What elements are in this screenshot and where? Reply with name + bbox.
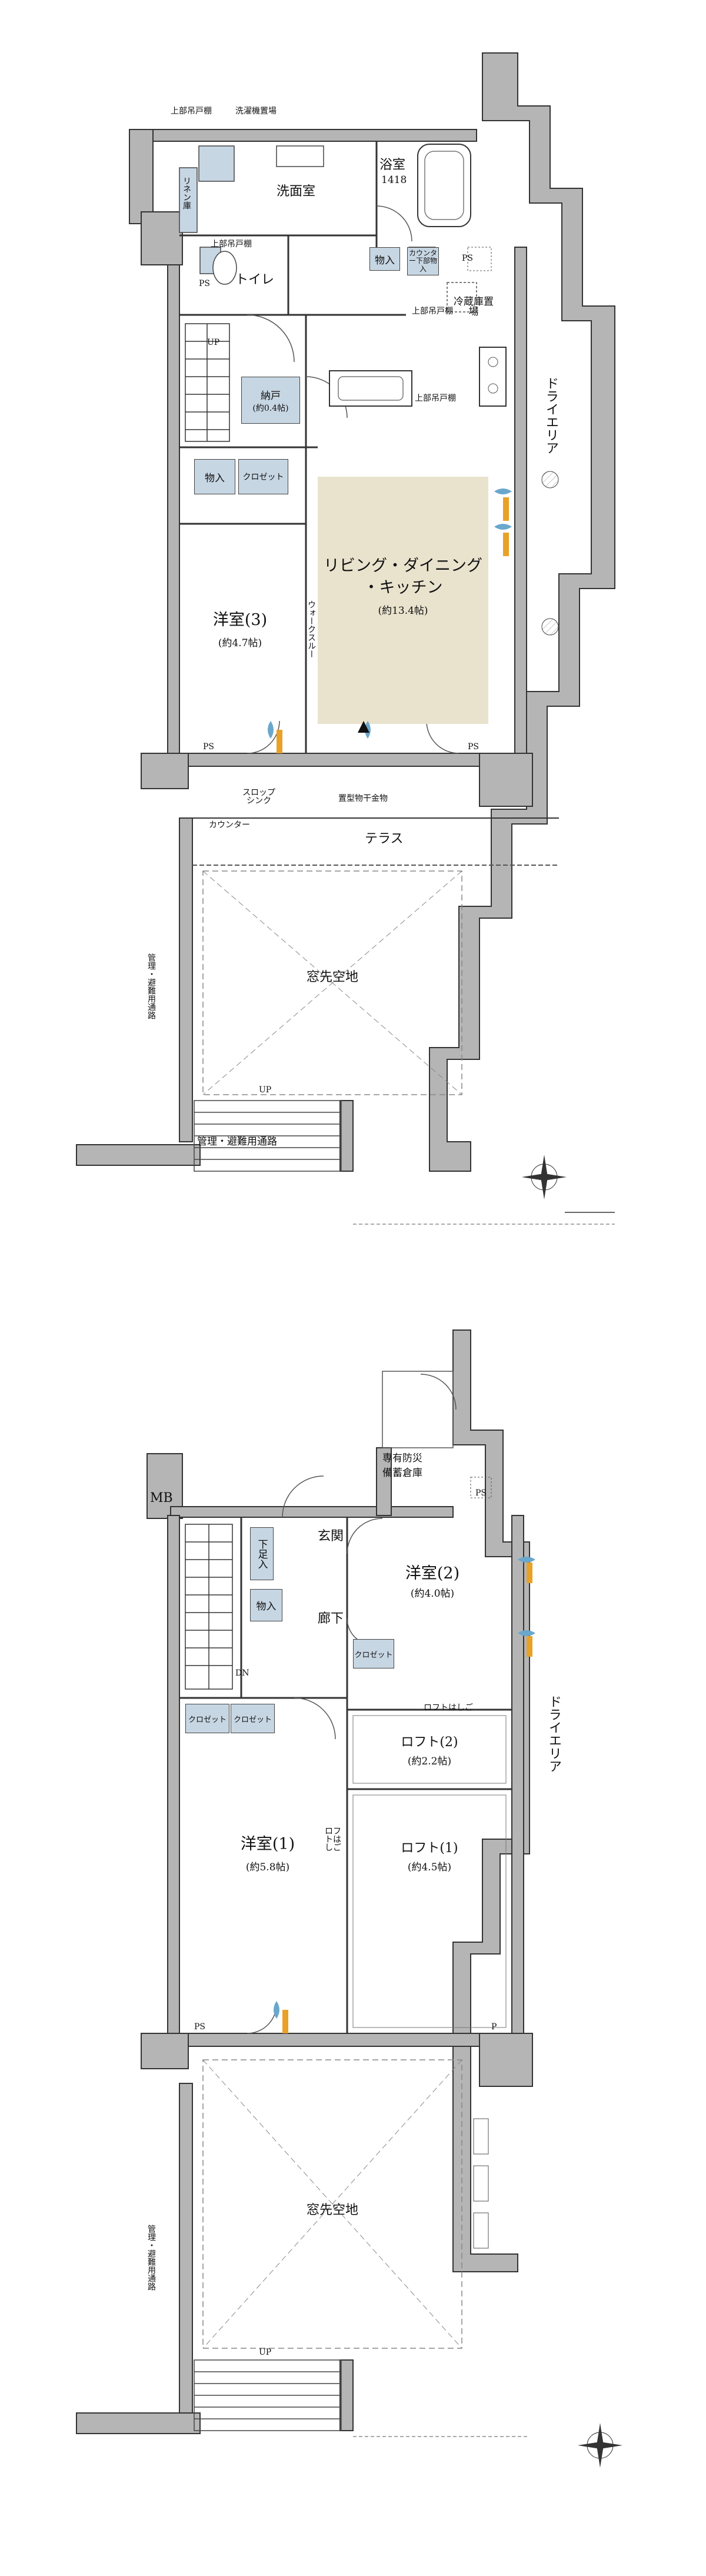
floor-1 bbox=[76, 52, 615, 1225]
label-upper-cabinet-toilet: 上部吊戸棚 bbox=[211, 240, 252, 249]
label-loft-ladder-2: ロフトはしご bbox=[325, 1827, 341, 1853]
room-bath-size: 1418 bbox=[381, 174, 407, 186]
room-window-void-2: 窓先空地 bbox=[306, 2203, 359, 2218]
counter-storage: カウンター下部物入 bbox=[407, 247, 439, 275]
room-dry-area-1: ドライエリア bbox=[544, 377, 558, 454]
storage-closet-b1-2: クロゼット bbox=[231, 1704, 275, 1733]
label-management-passage: 管理・避難用通路 bbox=[197, 1136, 277, 1148]
label-dn: DN bbox=[235, 1668, 249, 1678]
label-ps-2: PS bbox=[462, 254, 474, 263]
storage-mono-in-b1: 物入 bbox=[250, 1589, 282, 1621]
label-drying-hardware: 置型物干金物 bbox=[338, 794, 388, 803]
room-toilet: トイレ bbox=[235, 272, 275, 287]
label-ps-3: PS bbox=[203, 742, 215, 752]
label-management-passage-v-2: 管理・避難用通路 bbox=[146, 2225, 156, 2291]
room-loft-1: ロフト(1) bbox=[401, 1841, 458, 1856]
label-counter: カウンター bbox=[209, 820, 250, 830]
room-western-2-size: (約4.0帖) bbox=[410, 1588, 455, 1600]
compass-icon bbox=[578, 2423, 622, 2468]
label-disaster-storage-2: 備蓄倉庫 bbox=[382, 1467, 422, 1479]
room-ldk-line1: リビング・ダイニング bbox=[324, 557, 482, 575]
label-walk-through: ウォークスルー bbox=[307, 600, 316, 658]
room-western-3: 洋室(3) bbox=[212, 611, 268, 629]
label-upper-cabinet-kitchen: 上部吊戸棚 bbox=[412, 307, 453, 316]
label-ps-b2: PS bbox=[194, 2022, 206, 2032]
room-ldk-size: (約13.4帖) bbox=[378, 605, 428, 617]
label-up-2: UP bbox=[259, 1085, 272, 1095]
label-mb: MB bbox=[150, 1491, 173, 1505]
room-ldk-line2: ・キッチン bbox=[363, 579, 443, 597]
room-storage: 納戸 bbox=[261, 390, 281, 402]
compass-icon bbox=[522, 1155, 567, 1199]
label-up-b1: UP bbox=[259, 2348, 272, 2357]
storage-closet: クロゼット bbox=[238, 459, 288, 494]
room-western-2: 洋室(2) bbox=[405, 1564, 460, 1583]
room-window-void-1: 窓先空地 bbox=[306, 970, 359, 985]
room-washroom: 洗面室 bbox=[277, 184, 316, 199]
storage-nando: 納戸 (約0.4帖) bbox=[241, 377, 300, 424]
label-p: P bbox=[491, 2022, 497, 2032]
storage-mono-in-1: 物入 bbox=[369, 247, 400, 271]
room-loft-2: ロフト(2) bbox=[401, 1735, 458, 1750]
room-western-1-size: (約5.8帖) bbox=[245, 1862, 290, 1873]
room-bath: 浴室 bbox=[379, 158, 406, 172]
label-upper-cabinet: 上部吊戸棚 bbox=[171, 107, 212, 116]
ventilation-icon bbox=[274, 1557, 535, 2033]
label-disaster-storage-1: 専有防災 bbox=[382, 1452, 422, 1464]
storage-closet-b1-1: クロゼット bbox=[185, 1704, 229, 1733]
room-western-3-size: (約4.7帖) bbox=[218, 637, 262, 649]
label-slop-sink: スロップシンク bbox=[242, 788, 275, 806]
room-dry-area-2: ドライエリア bbox=[547, 1695, 561, 1773]
room-corridor: 廊下 bbox=[318, 1611, 344, 1626]
label-ps-1: PS bbox=[199, 279, 211, 288]
label-ps-4: PS bbox=[468, 742, 479, 752]
room-loft-2-size: (約2.2帖) bbox=[407, 1756, 452, 1767]
entrance-arrow-icon bbox=[358, 721, 369, 733]
label-washing-machine: 洗濯機置場 bbox=[235, 107, 277, 116]
room-storage-size: (約0.4帖) bbox=[252, 403, 289, 413]
label-linen: リネン庫 bbox=[182, 177, 191, 210]
storage-closet-b1-3: クロゼット bbox=[353, 1639, 394, 1668]
label-ps-b1: PS bbox=[475, 1488, 487, 1498]
label-fridge: 冷蔵庫置場 bbox=[454, 296, 494, 318]
label-up-1: UP bbox=[207, 338, 220, 347]
room-entrance: 玄関 bbox=[318, 1529, 344, 1544]
label-management-passage-v-1: 管理・避難用通路 bbox=[146, 953, 156, 1019]
room-terrace: テラス bbox=[365, 832, 404, 846]
room-loft-1-size: (約4.5帖) bbox=[407, 1862, 452, 1873]
label-loft-ladder: ロフトはしご bbox=[424, 1703, 473, 1713]
room-western-1: 洋室(1) bbox=[240, 1835, 295, 1853]
storage-mono-in-2: 物入 bbox=[194, 459, 235, 494]
storage-shoe-box: 下足入 bbox=[250, 1527, 274, 1580]
label-upper-cabinet-kitchen2: 上部吊戸棚 bbox=[415, 394, 456, 403]
floor-2 bbox=[76, 1329, 622, 2468]
